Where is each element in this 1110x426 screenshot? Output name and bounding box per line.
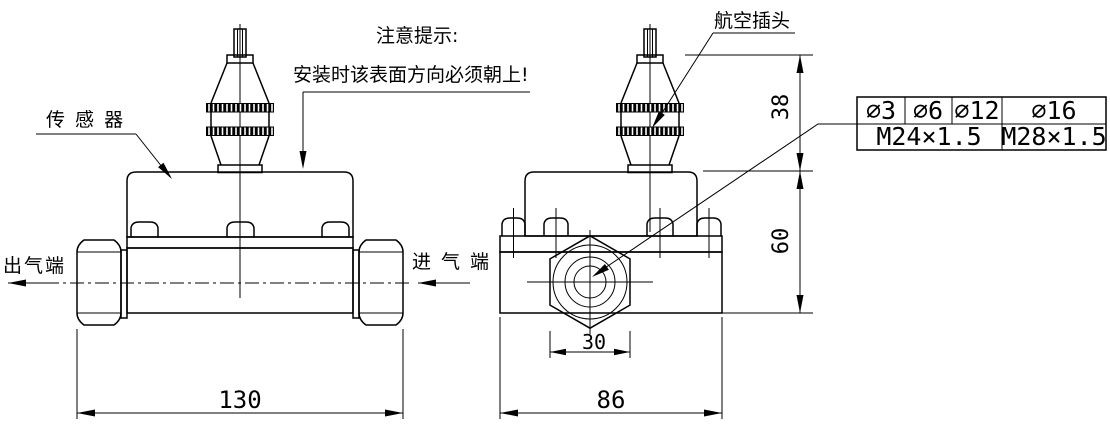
screw-bump xyxy=(321,221,350,237)
sensor-body-side xyxy=(524,171,698,237)
front-view xyxy=(20,24,410,326)
spec-diameter-1: ∅3 xyxy=(866,96,896,125)
spec-diameter-2: ∅6 xyxy=(913,96,943,125)
flange-side xyxy=(499,235,723,253)
air-inlet-label: 进气端 xyxy=(412,251,499,273)
dim-overall-length: 130 xyxy=(218,386,261,414)
spec-table-leader-arrow xyxy=(592,264,609,277)
sensor-label: 传 感 器 xyxy=(46,109,125,131)
washer-left xyxy=(120,249,128,319)
spec-diameter-3: ∅12 xyxy=(954,96,999,125)
aviation-plug-leader xyxy=(654,32,714,125)
dim-plug-height: 38 xyxy=(769,94,794,121)
screw-bump xyxy=(226,221,255,237)
hex-nut-right xyxy=(358,239,404,326)
spec-thread-1: M24×1.5 xyxy=(876,122,981,151)
note-body: 安装时该表面方向必须朝上! xyxy=(293,64,529,86)
washer-right xyxy=(352,249,360,319)
aviation-plug-leader-arrow xyxy=(652,111,665,128)
air-outlet-arrow xyxy=(8,279,26,287)
dimension-30: 30 xyxy=(549,330,631,358)
air-inlet-arrow xyxy=(418,279,436,287)
note-leader-arrow xyxy=(299,151,307,169)
dimension-130: 130 xyxy=(76,329,404,419)
dimension-38-60: 38 60 xyxy=(685,54,813,314)
hex-nut-left xyxy=(76,239,122,326)
dimension-86: 86 xyxy=(499,317,723,419)
sensor-leader-arrow xyxy=(158,162,172,179)
sensor-body-front xyxy=(126,171,354,238)
air-outlet-label: 出气端 xyxy=(3,255,66,277)
aviation-plug-front xyxy=(206,28,274,174)
spec-table-leader xyxy=(595,123,857,275)
side-view xyxy=(499,24,723,334)
flange-bolts xyxy=(501,208,722,258)
aviation-plug-side xyxy=(616,28,684,174)
hex-fitting-end-view xyxy=(527,230,653,334)
dim-body-height: 60 xyxy=(769,228,794,255)
spec-thread-2: M28×1.5 xyxy=(1001,122,1106,151)
screw-bump xyxy=(130,221,159,237)
spec-table: ∅3 ∅6 ∅12 ∅16 M24×1.5 M28×1.5 xyxy=(856,96,1107,151)
spec-diameter-4: ∅16 xyxy=(1031,96,1076,125)
aviation-plug-label: 航空插头 xyxy=(714,10,790,32)
dim-hex-across-flats: 30 xyxy=(582,330,606,354)
annotations: 传 感 器 注意提示: 安装时该表面方向必须朝上! 航空插头 出气端 进气端 xyxy=(3,10,857,287)
note-heading: 注意提示: xyxy=(376,25,458,47)
dim-overall-width: 86 xyxy=(597,386,626,414)
